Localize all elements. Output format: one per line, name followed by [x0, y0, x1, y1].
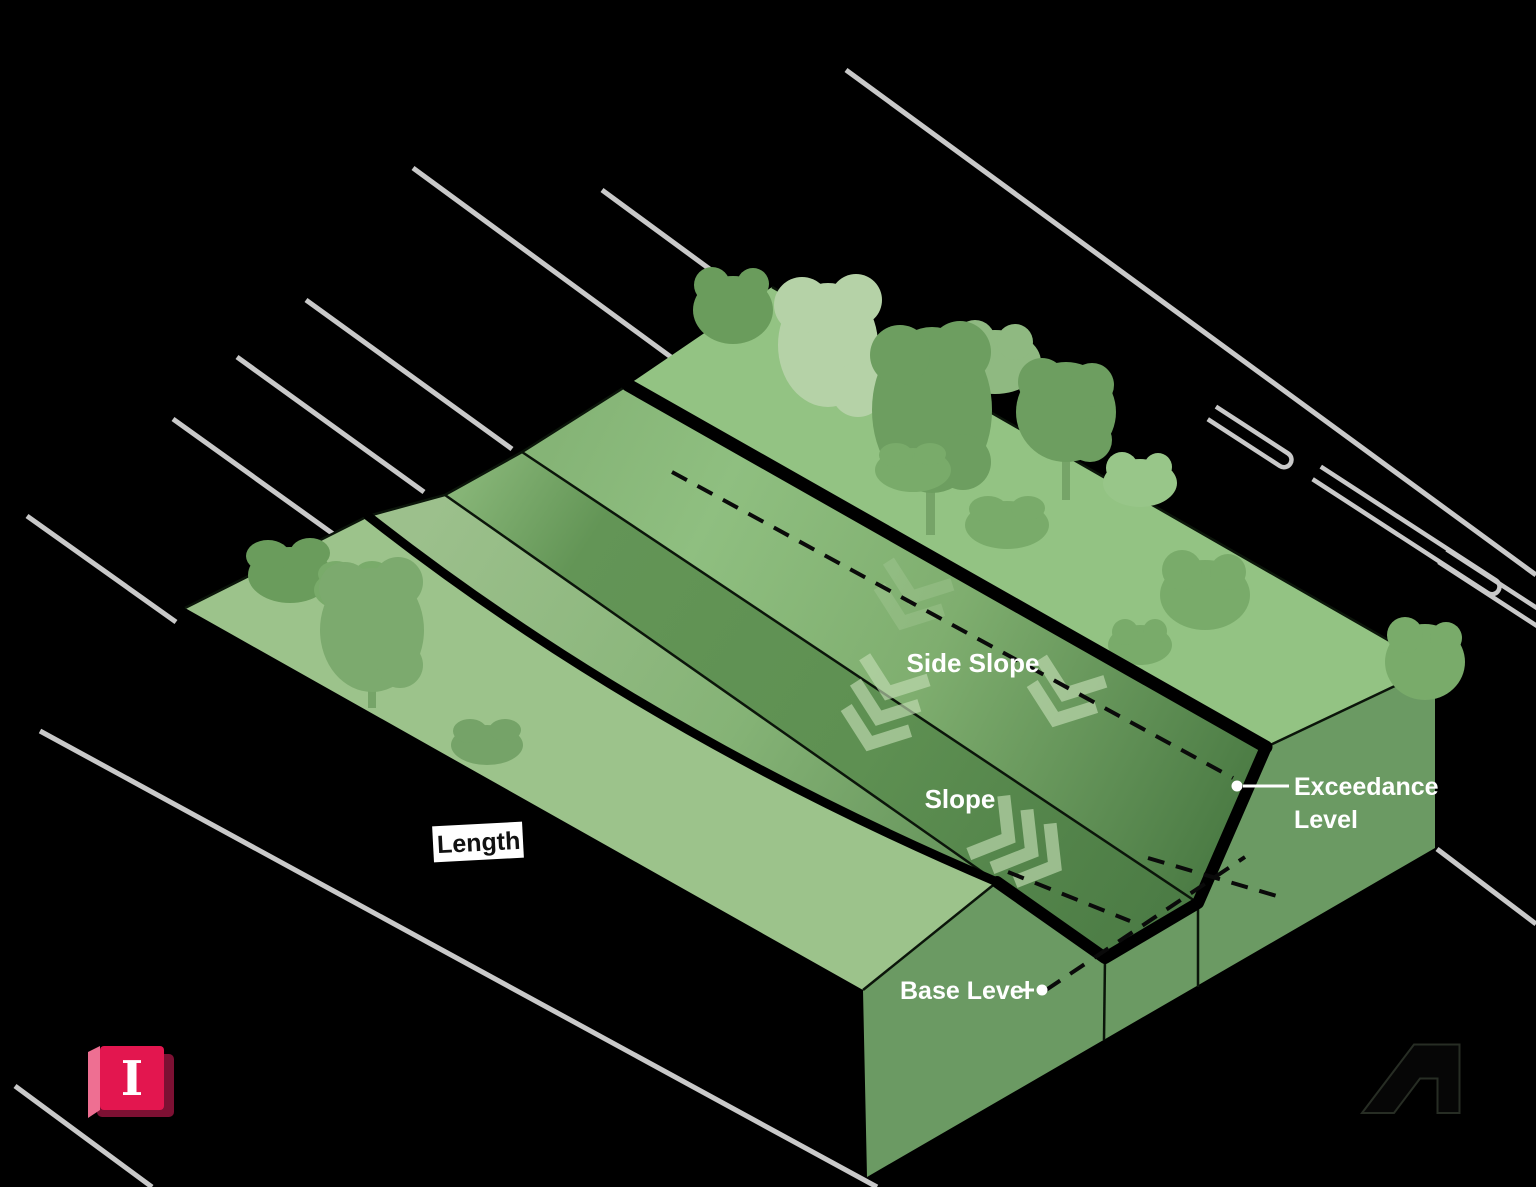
- leader-dot: [1036, 984, 1048, 996]
- slope-label: Slope: [925, 784, 996, 814]
- infraworks-front: [100, 1046, 164, 1110]
- front-top-edge: [862, 881, 998, 991]
- leader-line: [13, 1083, 154, 1187]
- annotations: Side Slope Slope Exceedance Level Base L…: [432, 648, 1446, 1005]
- base-level-label: Base Level: [900, 977, 1031, 1005]
- bush: [1103, 452, 1177, 507]
- near-slope-surface: [368, 495, 1105, 958]
- infraworks-letter: I: [121, 1051, 143, 1107]
- leader-line: [171, 416, 338, 539]
- leader-line: [411, 165, 677, 363]
- exceedance-level-dashed: [671, 470, 1234, 780]
- tree: [1016, 358, 1116, 462]
- flow-direction-chevron: [840, 653, 931, 752]
- infraworks-spine: [88, 1046, 100, 1118]
- bush: [1160, 550, 1250, 630]
- leader-line: [844, 67, 1536, 578]
- length-label: Length: [436, 827, 521, 859]
- autodesk-logo-icon: [1359, 1043, 1461, 1114]
- bush: [1108, 619, 1172, 665]
- leader-line: [38, 728, 879, 1187]
- exceedance-level-label: Exceedance Level: [1294, 773, 1446, 834]
- tree-pale: [774, 274, 885, 417]
- dimension-hairpins: [1206, 404, 1536, 639]
- flow-direction-chevron: [1026, 654, 1108, 728]
- tree-trunk: [1062, 440, 1070, 500]
- bush: [693, 267, 773, 344]
- leader-line: [304, 297, 514, 452]
- leader-line: [1435, 847, 1536, 926]
- length-chip-bg: [432, 821, 524, 863]
- tree: [319, 557, 424, 692]
- side-slope-label: Side Slope: [907, 648, 1040, 678]
- bush: [965, 496, 1049, 549]
- dimension-hairpin: [1206, 404, 1294, 470]
- level-dashed: [1147, 856, 1288, 901]
- vegetation: [246, 267, 1465, 765]
- near-rim-edge: [363, 511, 1002, 887]
- base-level-dashed: [1044, 855, 1247, 992]
- leader-dot: [1231, 780, 1243, 792]
- channel-edge: [521, 450, 1199, 905]
- level-dashed: [1007, 870, 1131, 923]
- bush: [1385, 617, 1465, 700]
- infraworks-logo-icon: I: [88, 1046, 174, 1118]
- side-slope-surface: [522, 385, 1266, 903]
- length-label-chip: Length: [432, 821, 524, 863]
- leader-lines: [13, 67, 1536, 1187]
- front-face-surface: [863, 667, 1435, 1177]
- far-rim-edge: [621, 378, 1273, 754]
- flow-direction-chevrons: [840, 653, 1108, 888]
- front-face-seam: [1102, 957, 1107, 1041]
- bush: [246, 538, 332, 603]
- bush: [875, 443, 951, 492]
- leader-line: [235, 354, 426, 495]
- channel-front-edge: [991, 741, 1272, 964]
- bush: [451, 719, 523, 765]
- leader-line: [25, 513, 178, 625]
- flow-direction-chevron: [966, 795, 1062, 888]
- channel-outlines: [363, 378, 1273, 964]
- level-dashed-lines: [671, 470, 1288, 992]
